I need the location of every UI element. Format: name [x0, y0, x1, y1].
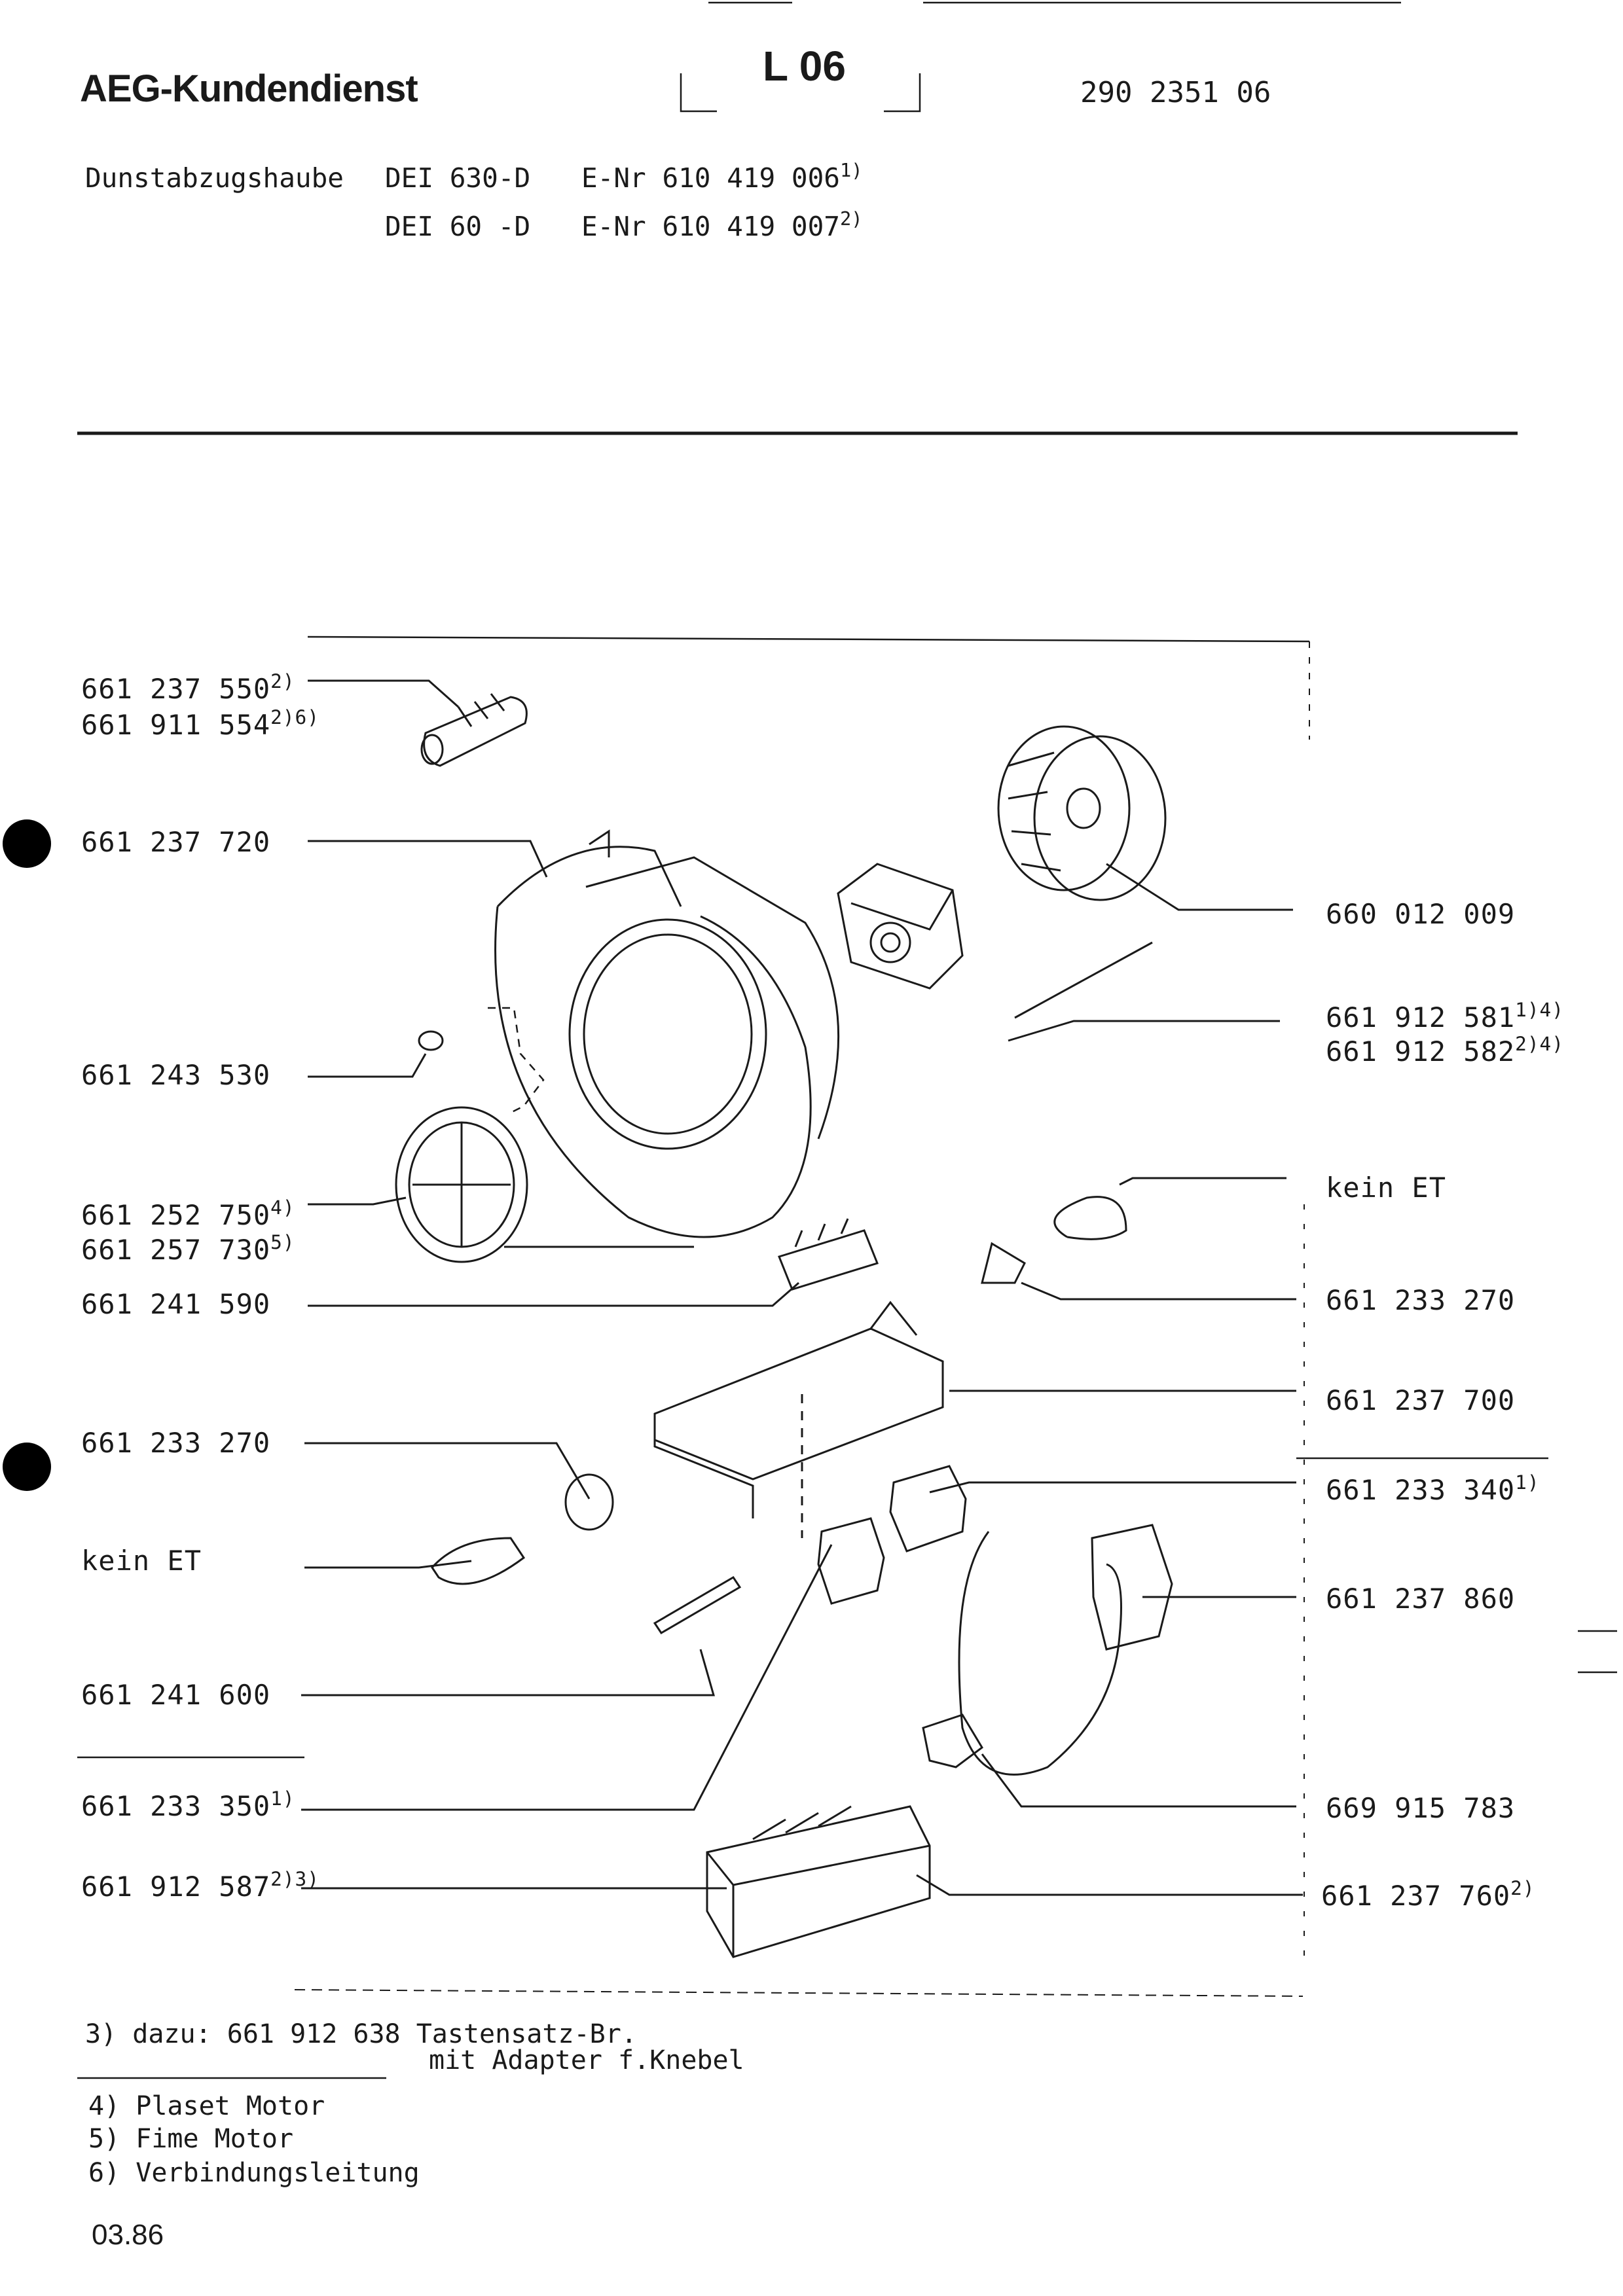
enr-note: 2) [839, 207, 863, 230]
document-date: 03.86 [92, 2219, 164, 2251]
section-code: L 06 [763, 43, 846, 90]
enr-label: E-Nr [581, 162, 646, 194]
part-label: 661 237 860 [1326, 1583, 1516, 1615]
footnote-5: 5) Fime Motor [88, 2124, 294, 2154]
part-label: 661 237 5502) [81, 670, 295, 705]
enr-note: 1) [839, 159, 863, 182]
part-label: 660 012 009 [1326, 898, 1516, 930]
enr-1: E-Nr 610 419 0061) [581, 159, 863, 194]
part-label: 661 257 7305) [81, 1230, 295, 1266]
part-label: 661 912 5822)4) [1326, 1032, 1564, 1067]
brand-title: AEG-Kundendienst [80, 67, 418, 110]
enr-label: E-Nr [581, 211, 646, 242]
part-label: 661 911 5542)6) [81, 706, 319, 741]
document-number: 290 2351 06 [1080, 76, 1271, 109]
footnote-3: 3) dazu: 661 912 638 Tastensatz-Br. [85, 2019, 637, 2049]
model-name-2: DEI 60 -D [385, 211, 531, 242]
part-label: kein ET [81, 1545, 202, 1577]
part-label: 661 243 530 [81, 1059, 271, 1091]
model-line-1: Dunstabzugshaube [85, 162, 344, 194]
footnote-3-cont: mit Adapter f.Knebel [429, 2045, 744, 2075]
enr-value: 610 419 006 [662, 162, 840, 194]
part-label: 661 237 720 [81, 826, 271, 858]
part-label: 661 237 7602) [1321, 1876, 1535, 1912]
part-label: kein ET [1326, 1172, 1447, 1204]
part-label: 661 241 590 [81, 1288, 271, 1320]
part-label: 661 233 3501) [81, 1787, 295, 1822]
part-label: 661 912 5872)3) [81, 1867, 319, 1903]
part-label: 661 252 7504) [81, 1196, 295, 1231]
part-label: 661 233 3401) [1326, 1471, 1540, 1506]
part-label: 661 912 5811)4) [1326, 998, 1564, 1033]
model-name-1: DEI 630-D [385, 162, 531, 194]
product-name: Dunstabzugshaube [85, 162, 344, 194]
part-label: 661 241 600 [81, 1679, 271, 1711]
part-label: 661 233 270 [1326, 1284, 1516, 1316]
punch-hole-bullet [3, 819, 51, 868]
punch-hole-bullet [3, 1443, 51, 1491]
part-label: 661 237 700 [1326, 1384, 1516, 1416]
part-label: 661 233 270 [81, 1427, 271, 1459]
footnote-4: 4) Plaset Motor [88, 2091, 325, 2121]
enr-2: E-Nr 610 419 0072) [581, 209, 863, 242]
enr-value: 610 419 007 [662, 211, 840, 242]
footnote-6: 6) Verbindungsleitung [88, 2158, 420, 2188]
part-label: 669 915 783 [1326, 1792, 1516, 1824]
